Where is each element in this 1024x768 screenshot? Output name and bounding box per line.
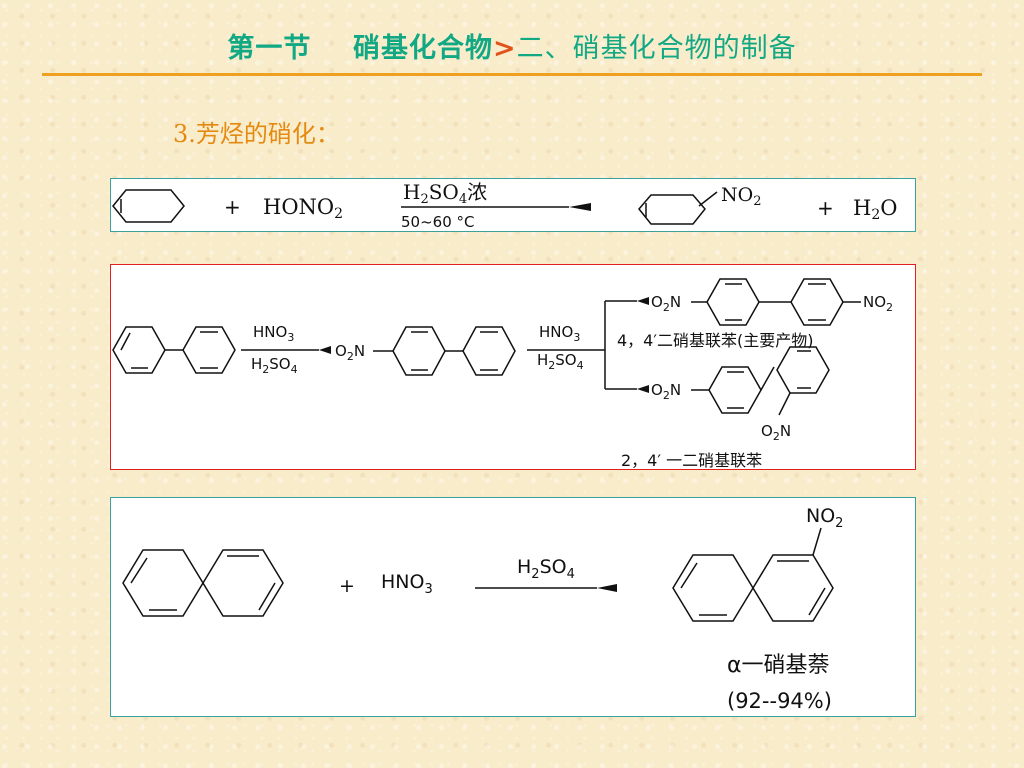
major-no2-label: NO2 [863,293,893,314]
section-label: 第一节 [227,33,312,64]
major-product-name: 4，4′二硝基联苯(主要产物) [617,331,813,350]
minor-o2n-label: O2N [651,381,681,402]
reaction-arrowhead [597,584,617,592]
step1-arrowhead [319,346,331,354]
section-heading: 3.芳烃的硝化： [173,120,340,148]
nitric-acid-formula: HNO3 [381,571,433,597]
reaction-arrowhead [569,203,591,211]
catalyst-formula: H2SO4浓 [403,180,487,207]
dinitrobiphenyl-major-molecule [691,278,861,326]
catalyst-formula: H2SO4 [517,556,575,582]
plus-sign: + [339,575,355,597]
nitronaphthalene-molecule [672,527,834,622]
biphenyl-molecule [112,326,236,374]
o2n-group-label: O2N [335,342,365,363]
product-yield: (92--94%) [727,689,832,713]
plus-sign: + [224,195,241,219]
major-o2n-label: O2N [651,293,681,314]
naphthalene-molecule [122,549,284,617]
nitrobenzene-ring [638,191,718,225]
branch-arrowhead-top [637,297,649,305]
step1-catalyst: H2SO4 [251,355,298,376]
step2-reagent: HNO3 [539,323,580,344]
product-name: α一硝基萘 [727,653,830,678]
reaction3-drawing: + HNO3 H2SO4 NO2 α一硝基萘 (92--94%) [122,505,843,713]
temperature-condition: 50~60 °C [401,213,474,231]
nitro-group-label: NO2 [806,505,843,531]
reaction-biphenyl-nitration: HNO3 H2SO4 O2N HNO3 H2SO4 O2N [110,264,916,470]
nitric-acid-formula: HONO2 [263,195,343,222]
water-formula: H2O [853,196,897,223]
benzene-ring [112,189,185,223]
step2-catalyst: H2SO4 [537,351,584,372]
nitro-group-label: NO2 [721,184,761,209]
reaction2-drawing: HNO3 H2SO4 O2N HNO3 H2SO4 O2N [112,278,893,470]
breadcrumb-separator: > [492,33,517,64]
branch-arrowhead-bottom [637,385,649,393]
subtopic-label: 二、硝基化合物的制备 [516,33,797,64]
topic-label: 硝基化合物 [352,33,493,64]
plus-sign-2: + [817,196,834,220]
minor-product-name: 2，4′ 一二硝基联苯 [621,451,762,470]
reaction-naphthalene-nitration: + HNO3 H2SO4 NO2 α一硝基萘 (92--94%) [110,497,916,717]
nitrobiphenyl-molecule [373,326,516,376]
title-divider [42,73,982,76]
slide-title: 第一节 硝基化合物>二、硝基化合物的制备 [0,26,1024,65]
reaction1-drawing: + HONO2 H2SO4浓 50~60 °C NO2 + H2O [112,180,897,231]
step1-reagent: HNO3 [253,323,294,344]
reaction-benzene-nitration: + HONO2 H2SO4浓 50~60 °C NO2 + H2O [110,178,916,232]
minor-ortho-o2n-label: O2N [761,422,791,443]
dinitrobiphenyl-minor-molecule [691,346,830,416]
